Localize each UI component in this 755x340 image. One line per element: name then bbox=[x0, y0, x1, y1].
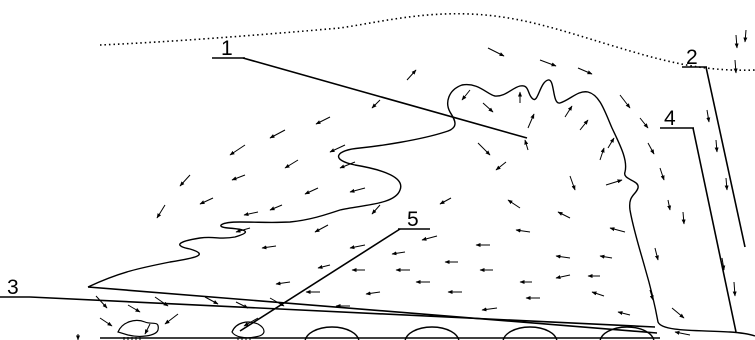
flow-arrow bbox=[668, 200, 670, 210]
flow-arrow bbox=[620, 95, 630, 108]
flow-arrow bbox=[157, 205, 165, 218]
flow-arrow bbox=[372, 100, 380, 108]
flow-arrow bbox=[407, 70, 416, 80]
flow-arrow bbox=[640, 118, 648, 128]
flow-arrow bbox=[100, 318, 112, 326]
flow-arrow bbox=[716, 140, 717, 152]
flow-arrow bbox=[496, 162, 506, 170]
callout-5: 5 bbox=[407, 208, 419, 231]
flow-arrow bbox=[350, 188, 365, 192]
conveyor-top-line bbox=[88, 287, 657, 333]
flow-arrow bbox=[540, 60, 556, 66]
flow-arrow bbox=[200, 198, 213, 204]
flow-arrow bbox=[565, 106, 572, 117]
flow-arrow bbox=[230, 145, 245, 155]
flow-arrow bbox=[580, 120, 588, 130]
flow-arrow bbox=[483, 103, 493, 112]
flow-arrow bbox=[392, 252, 405, 254]
flow-arrow bbox=[366, 292, 380, 294]
flow-arrow bbox=[672, 308, 684, 318]
flow-arrow bbox=[145, 324, 150, 334]
flow-arrow bbox=[318, 265, 330, 268]
flow-arrow bbox=[655, 248, 658, 260]
particle-left bbox=[118, 320, 158, 336]
flow-arrow bbox=[285, 160, 298, 168]
flow-arrow bbox=[516, 230, 530, 232]
flow-arrow bbox=[578, 68, 592, 74]
flow-arrow bbox=[683, 212, 684, 224]
flow-arrow bbox=[508, 200, 520, 208]
flow-arrow bbox=[350, 245, 365, 248]
flow-arrow bbox=[478, 143, 490, 155]
flow-arrow bbox=[618, 312, 630, 315]
flow-arrow bbox=[556, 275, 570, 278]
flow-arrow bbox=[232, 175, 245, 180]
flame-region-outline bbox=[88, 80, 755, 336]
flow-arrow bbox=[316, 117, 330, 124]
flow-arrow bbox=[660, 168, 664, 180]
flow-arrow bbox=[610, 228, 625, 232]
flow-arrow bbox=[165, 314, 178, 324]
flow-arrow bbox=[648, 143, 654, 154]
callout-1: 1 bbox=[221, 37, 233, 60]
flow-arrow bbox=[315, 225, 328, 232]
flow-arrow bbox=[155, 297, 168, 306]
flow-arrow bbox=[462, 90, 470, 100]
flow-arrow bbox=[592, 292, 604, 296]
flow-arrow bbox=[128, 305, 140, 312]
flow-arrow bbox=[270, 130, 285, 138]
callout-3: 3 bbox=[7, 276, 19, 299]
flow-arrow bbox=[422, 236, 437, 240]
flow-arrow bbox=[180, 175, 190, 186]
flow-arrow bbox=[276, 282, 290, 284]
flow-arrow bbox=[707, 110, 709, 122]
flow-arrow bbox=[608, 138, 614, 148]
dotted-upper-boundary bbox=[100, 14, 755, 70]
flow-arrow bbox=[244, 212, 258, 215]
flow-arrow bbox=[745, 30, 746, 42]
flow-arrow bbox=[525, 140, 528, 150]
flow-arrow bbox=[305, 188, 318, 194]
callout-2: 2 bbox=[686, 46, 698, 69]
flow-arrow bbox=[270, 205, 282, 210]
flow-arrow bbox=[600, 256, 612, 258]
particle-middle bbox=[232, 322, 264, 338]
callout-4: 4 bbox=[664, 107, 676, 130]
flow-arrow bbox=[528, 114, 534, 128]
flow-arrow bbox=[736, 35, 737, 48]
flow-arrow bbox=[734, 282, 735, 296]
flow-arrow bbox=[440, 198, 451, 204]
flow-arrow bbox=[726, 178, 727, 190]
flow-arrow bbox=[570, 176, 575, 190]
flow-arrow bbox=[606, 180, 622, 185]
flow-arrow bbox=[556, 256, 570, 258]
flow-arrow bbox=[262, 246, 276, 248]
flow-arrow bbox=[735, 60, 736, 73]
flow-arrow bbox=[96, 296, 107, 308]
flow-arrow bbox=[482, 308, 497, 310]
flow-arrow bbox=[372, 205, 380, 214]
flow-arrow bbox=[558, 212, 570, 218]
flow-arrow bbox=[488, 48, 504, 56]
flow-arrow bbox=[600, 148, 604, 160]
flow-arrow bbox=[675, 332, 690, 335]
